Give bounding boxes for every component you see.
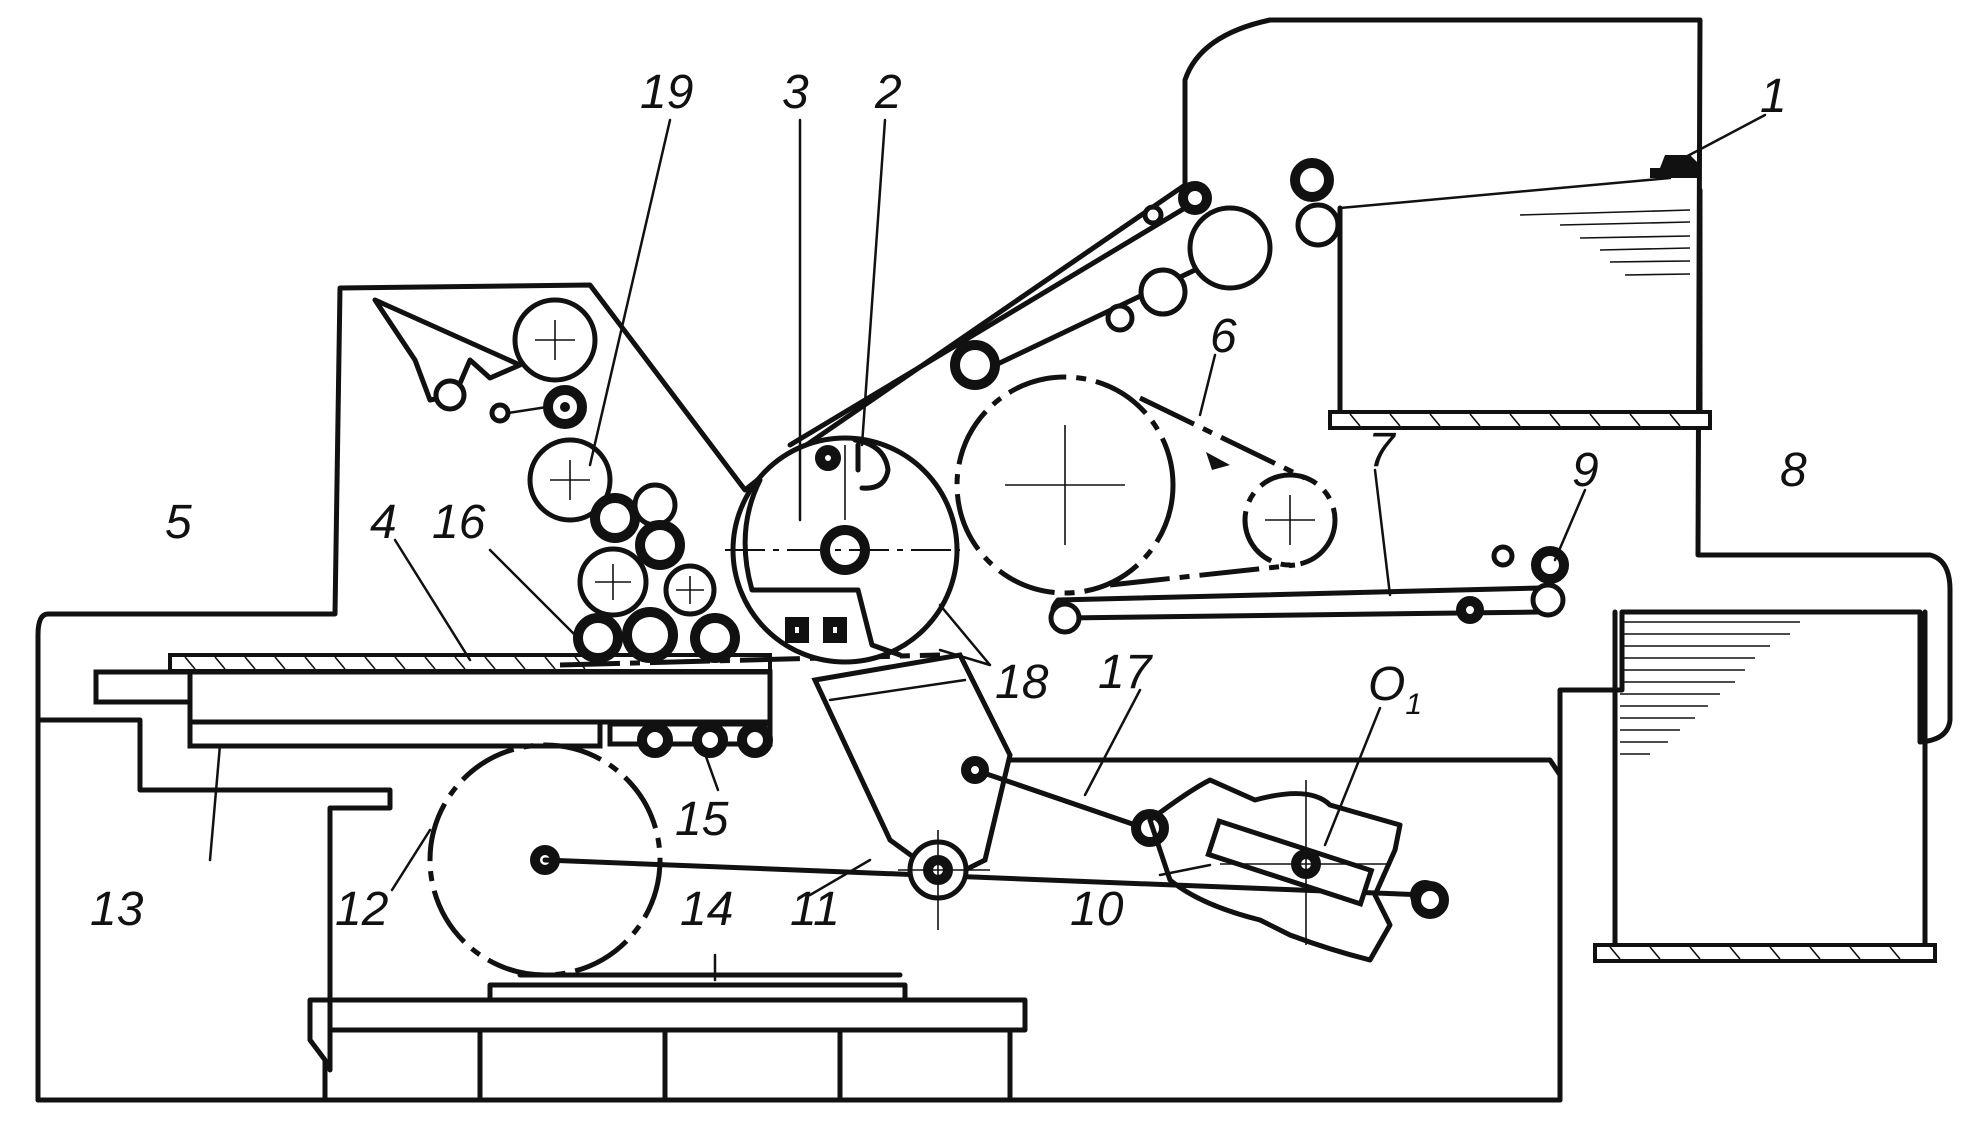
lever-inner-line bbox=[828, 678, 967, 702]
delivery-drum-6 bbox=[954, 374, 1176, 596]
bed-roller-3 bbox=[737, 722, 773, 758]
feeder-box bbox=[1337, 187, 1703, 415]
base-comb-legs bbox=[307, 997, 1028, 1103]
gripper-2 bbox=[852, 437, 891, 491]
bed-roller-1 bbox=[637, 722, 673, 758]
label-13: 13 bbox=[90, 883, 144, 936]
cylinder-flat-section bbox=[742, 477, 903, 658]
label-9: 9 bbox=[1572, 444, 1599, 497]
form-roller-3 bbox=[690, 613, 740, 663]
label-18: 18 bbox=[995, 656, 1049, 709]
conveyor-roller-9 bbox=[1531, 546, 1569, 584]
feeder-platform-hatch bbox=[1349, 413, 1681, 427]
conveyor-left-roller bbox=[1048, 601, 1082, 635]
label-12: 12 bbox=[335, 883, 388, 936]
crank-housing bbox=[1147, 777, 1403, 963]
form-roller-1 bbox=[573, 613, 623, 663]
label-11: 11 bbox=[790, 883, 840, 936]
ink-fountain bbox=[372, 297, 523, 403]
link-17 bbox=[972, 767, 1153, 833]
label-17: 17 bbox=[1098, 646, 1154, 699]
label-4: 4 bbox=[370, 496, 397, 549]
rod-end-pin bbox=[1411, 881, 1449, 919]
delivery-conveyor-7 bbox=[1050, 585, 1563, 621]
label-14: 14 bbox=[680, 883, 733, 936]
label-O1-sub: 1 bbox=[1405, 688, 1422, 721]
leader-18-fork bbox=[938, 603, 992, 667]
label-8: 8 bbox=[1780, 444, 1807, 497]
guide-roller-c bbox=[1138, 267, 1188, 317]
label-5: 5 bbox=[165, 496, 192, 549]
bed-extension bbox=[93, 669, 193, 705]
label-2: 2 bbox=[874, 66, 902, 119]
label-7: 7 bbox=[1368, 424, 1397, 477]
delivery-platform-hatch bbox=[1609, 946, 1901, 960]
ink-roller-1 bbox=[590, 493, 640, 543]
guide-roller-a bbox=[950, 340, 1000, 390]
delivery-box bbox=[1612, 609, 1928, 948]
bed-carriage bbox=[187, 669, 773, 725]
guide-roller-b bbox=[1105, 303, 1135, 333]
bed-lower-guide bbox=[187, 719, 603, 749]
inner-frame-step bbox=[35, 717, 393, 1073]
label-16: 16 bbox=[432, 496, 486, 549]
connecting-rod-11 bbox=[542, 857, 1428, 898]
feeder-sensor bbox=[1650, 155, 1700, 178]
feeder-platform bbox=[1328, 410, 1712, 430]
label-15: 15 bbox=[675, 793, 729, 846]
cylinder-clamp-1 bbox=[785, 617, 809, 643]
label-6: 6 bbox=[1210, 310, 1237, 363]
ink-ductor-core bbox=[560, 402, 570, 412]
ink-roller-2 bbox=[632, 482, 678, 528]
rail-hatching bbox=[184, 656, 586, 670]
link-17-upper-pin bbox=[961, 756, 989, 784]
belt-arrow bbox=[1206, 452, 1230, 470]
ink-fountain-roller bbox=[433, 378, 467, 412]
feeder-stack-lines bbox=[1519, 209, 1691, 276]
ink-roller-3 bbox=[635, 520, 685, 570]
belt-top bbox=[1138, 395, 1307, 481]
guide-roller-d bbox=[1187, 205, 1273, 291]
delivery-platform bbox=[1593, 943, 1937, 963]
base-support-14 bbox=[487, 972, 908, 1003]
leader-lines bbox=[208, 113, 1767, 982]
label-3: 3 bbox=[782, 66, 809, 119]
guide-roller-e bbox=[1178, 181, 1212, 215]
label-O1-main: O bbox=[1368, 658, 1405, 711]
machine-frame bbox=[35, 17, 1953, 1103]
feeder-paper-top bbox=[1338, 176, 1672, 210]
form-roller-2 bbox=[622, 607, 678, 663]
ink-ductor-pin bbox=[489, 402, 511, 424]
label-1: 1 bbox=[1760, 70, 1787, 123]
guide-roller-f bbox=[1142, 204, 1164, 226]
upper-guide-outer bbox=[787, 205, 1188, 448]
crank-slider bbox=[1205, 817, 1375, 907]
label-O1: O1 bbox=[1368, 658, 1422, 721]
belt-bottom bbox=[1109, 562, 1296, 588]
delivery-stack-lines bbox=[1620, 621, 1800, 755]
gripper-2-pin bbox=[815, 445, 841, 471]
feed-roller-bottom bbox=[1295, 202, 1341, 248]
frame-right-lower bbox=[997, 757, 1563, 778]
feed-roller-top bbox=[1290, 158, 1334, 202]
cylinder-clamp-2 bbox=[823, 617, 847, 643]
conveyor-right-roller bbox=[1530, 582, 1566, 618]
label-19: 19 bbox=[640, 66, 693, 119]
conveyor-underside-roller bbox=[1456, 596, 1484, 624]
label-10: 10 bbox=[1070, 883, 1124, 936]
conveyor-small-roller bbox=[1491, 544, 1515, 568]
